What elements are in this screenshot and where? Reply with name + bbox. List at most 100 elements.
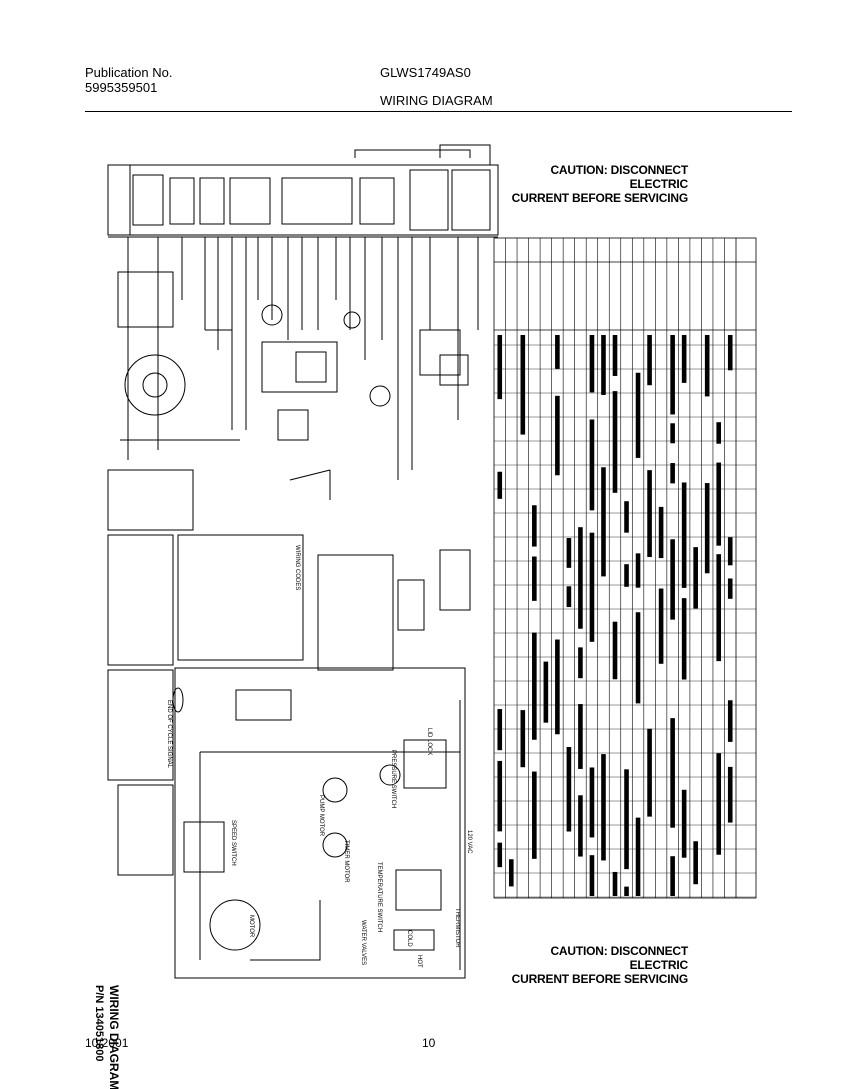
sequence-bar — [727, 537, 733, 566]
sequence-bar — [624, 501, 629, 533]
publication-number: 5995359501 — [85, 80, 158, 95]
sequence-bar — [624, 564, 629, 587]
header-rule — [85, 111, 792, 112]
motor-lower-symbol — [209, 899, 261, 951]
sequence-bar — [578, 527, 583, 629]
sequence-bar — [589, 855, 595, 896]
rotated-legend: WIRING DIAGRAM P/N 134051800 PUMP MOTOR … — [93, 545, 472, 1089]
sequence-bar — [635, 553, 641, 588]
sequence-bar — [727, 578, 733, 599]
timer-motor-label: TIMER MOTOR — [343, 840, 349, 883]
motor-label: MOTOR — [248, 915, 254, 938]
sequence-bars — [497, 335, 733, 896]
sequence-bar — [578, 704, 583, 769]
hot-label: HOT — [416, 955, 422, 968]
pump-motor-label: PUMP MOTOR — [318, 795, 324, 837]
sequence-bar — [612, 871, 618, 896]
sequence-bar — [647, 728, 652, 817]
sequence-bar — [508, 859, 514, 887]
sequence-bar — [601, 467, 606, 577]
service-cord-box — [107, 469, 194, 531]
timer-sequence-chart — [493, 237, 757, 899]
sequence-bar — [497, 842, 503, 868]
speed-switch-label: SPEED SWITCH — [230, 820, 236, 866]
sequence-bar — [578, 647, 583, 679]
footer-page: 10 — [422, 1036, 436, 1050]
sequence-bar — [693, 841, 698, 885]
sequence-bar — [555, 639, 560, 735]
sequence-bar — [589, 767, 595, 838]
sequence-bar — [716, 753, 722, 855]
sequence-bar — [658, 588, 664, 664]
sequence-bar — [624, 769, 629, 870]
sequence-bar — [612, 621, 618, 680]
sequence-bar — [532, 505, 537, 547]
sequence-bar — [681, 482, 687, 588]
sequence-bar — [566, 586, 572, 608]
sequence-bar — [647, 335, 652, 386]
wiring-codes-box — [177, 534, 304, 661]
sequence-bar — [601, 335, 606, 395]
page-title: WIRING DIAGRAM — [380, 93, 493, 108]
sequence-bar — [647, 470, 652, 558]
water-valves-label: WATER VALVES — [360, 920, 366, 965]
sequence-bar — [681, 789, 687, 858]
model-number: GLWS1749AS0 — [380, 65, 471, 80]
sequence-bar — [727, 766, 733, 823]
sequence-bar — [578, 795, 583, 857]
temperature-switch-lower — [395, 869, 442, 911]
sequence-bar — [601, 754, 606, 861]
end-of-cycle-signal-label: END OF CYCLE SIGNAL — [166, 700, 172, 769]
sequence-bar — [704, 335, 710, 397]
sequence-bar — [727, 700, 733, 742]
sequence-bar — [635, 372, 641, 458]
sequence-bar — [497, 760, 503, 832]
selector-table — [107, 534, 174, 666]
publication-label: Publication No. — [85, 65, 173, 80]
caution-top-line2: CURRENT BEFORE SERVICING — [511, 191, 689, 205]
sequence-bar — [635, 612, 641, 704]
sequence-bar — [589, 532, 595, 642]
sequence-bar — [716, 422, 722, 444]
sequence-bar — [555, 335, 560, 369]
lower-frame — [174, 667, 466, 979]
sequence-bar — [670, 856, 675, 896]
timer-motor-lower-symbol — [322, 832, 348, 858]
wiring-codes-title: WIRING CODES — [294, 545, 300, 590]
sequence-bar — [716, 554, 722, 662]
wiring-diagram-label: WIRING DIAGRAM — [107, 985, 121, 1089]
cold-label: COLD — [406, 930, 412, 947]
timer-motor-symbol — [261, 304, 283, 326]
sequence-bar — [693, 547, 698, 609]
sequence-bar — [670, 335, 675, 415]
lower-schematic — [172, 667, 466, 979]
lid-lock-label: LID LOCK — [426, 728, 432, 755]
sequence-bar — [532, 632, 537, 740]
sequence-columns — [505, 238, 725, 898]
part-number: P/N 134051800 — [93, 985, 105, 1061]
speed-switch-table — [117, 784, 174, 876]
sequence-bar — [566, 538, 572, 568]
sequence-bar — [555, 395, 560, 476]
sequence-bar — [681, 598, 687, 680]
motor-symbol — [124, 354, 186, 416]
sequence-bar — [670, 463, 675, 484]
supply-label: 120 VAC — [466, 830, 472, 854]
sequence-bar — [670, 718, 675, 828]
sequence-bar — [704, 483, 710, 574]
sequence-bar — [497, 709, 503, 751]
water-valves-lower — [393, 929, 435, 951]
sequence-bar — [670, 539, 675, 620]
sequence-bar — [612, 335, 618, 376]
sequence-bar — [670, 423, 675, 444]
caution-bottom-line1: CAUTION: DISCONNECT ELECTRIC — [550, 944, 688, 972]
sequence-bar — [727, 335, 733, 371]
sequence-bar — [497, 471, 503, 499]
sequence-bar — [658, 506, 664, 559]
sequence-bar — [566, 746, 572, 832]
temperature-switch-label: TEMPERATURE SWITCH — [376, 862, 382, 932]
speed-switch-box — [117, 271, 174, 328]
thermistor-label: THERMISTOR — [454, 908, 460, 948]
sequence-bar — [520, 335, 526, 435]
